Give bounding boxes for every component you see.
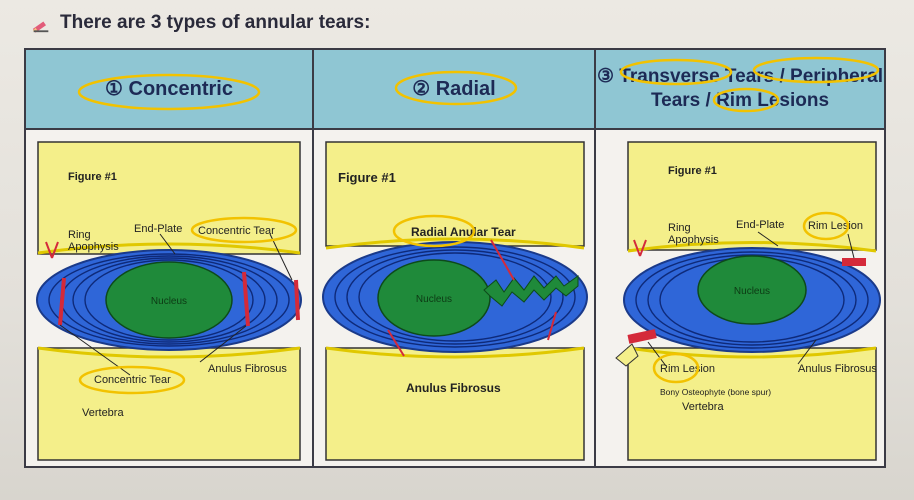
annular-tears-table: ① Concentric ② Radial ③ Transverse Tears…: [24, 48, 886, 468]
rim-lesion-bottom-mark: [627, 329, 656, 344]
concentric-tear-top-label: Concentric Tear: [198, 225, 275, 237]
vertebra-label: Vertebra: [82, 407, 124, 419]
heading: There are 3 types of annular tears:: [30, 12, 370, 34]
header-transverse-line1: ③ Transverse Tears / Peripheral: [597, 65, 883, 89]
vertebra-label: Vertebra: [682, 401, 724, 413]
anulus-fibrosus-label: Anulus Fibrosus: [208, 363, 287, 375]
nucleus-label: Nucleus: [416, 294, 452, 305]
header-transverse-line2: Tears / Rim Lesions: [651, 89, 829, 113]
rim-lesion-bottom-label: Rim Lesion: [660, 363, 715, 375]
heading-text: There are 3 types of annular tears:: [60, 12, 370, 34]
end-plate-label: End-Plate: [736, 219, 784, 231]
figure-label: Figure #1: [68, 171, 117, 183]
radial-tear-label: Radial Anular Tear: [411, 225, 516, 239]
nucleus-label: Nucleus: [151, 296, 187, 307]
anulus-fibrosus-label: Anulus Fibrosus: [406, 381, 501, 395]
nucleus-label: Nucleus: [734, 286, 770, 297]
concentric-tear-bottom-label: Concentric Tear: [94, 374, 171, 386]
end-plate-label: End-Plate: [134, 223, 182, 235]
anulus-fibrosus-label: Anulus Fibrosus: [798, 363, 877, 375]
header-transverse: ③ Transverse Tears / Peripheral Tears / …: [596, 50, 884, 128]
figure-label: Figure #1: [668, 165, 717, 177]
figure-label: Figure #1: [338, 170, 396, 185]
header-concentric: ① Concentric: [26, 50, 312, 128]
rim-lesion-top-label: Rim Lesion: [808, 220, 863, 232]
figure-radial: Nucleus Figure #1 Radial Anular Tear Anu…: [316, 130, 592, 466]
lower-vertebra: [326, 348, 584, 460]
bony-osteophyte-label: Bony Osteophyte (bone spur): [660, 387, 771, 397]
rim-lesion-top-mark: [842, 258, 866, 266]
header-radial: ② Radial: [314, 50, 594, 128]
radial-diagram: Nucleus Figure #1 Radial Anular Tear Anu…: [316, 130, 592, 466]
header-radial-text: ② Radial: [412, 77, 496, 101]
concentric-tear: [296, 280, 298, 320]
upper-vertebra: [628, 142, 876, 250]
pencil-icon: [30, 12, 52, 34]
header-concentric-text: ① Concentric: [105, 77, 233, 101]
